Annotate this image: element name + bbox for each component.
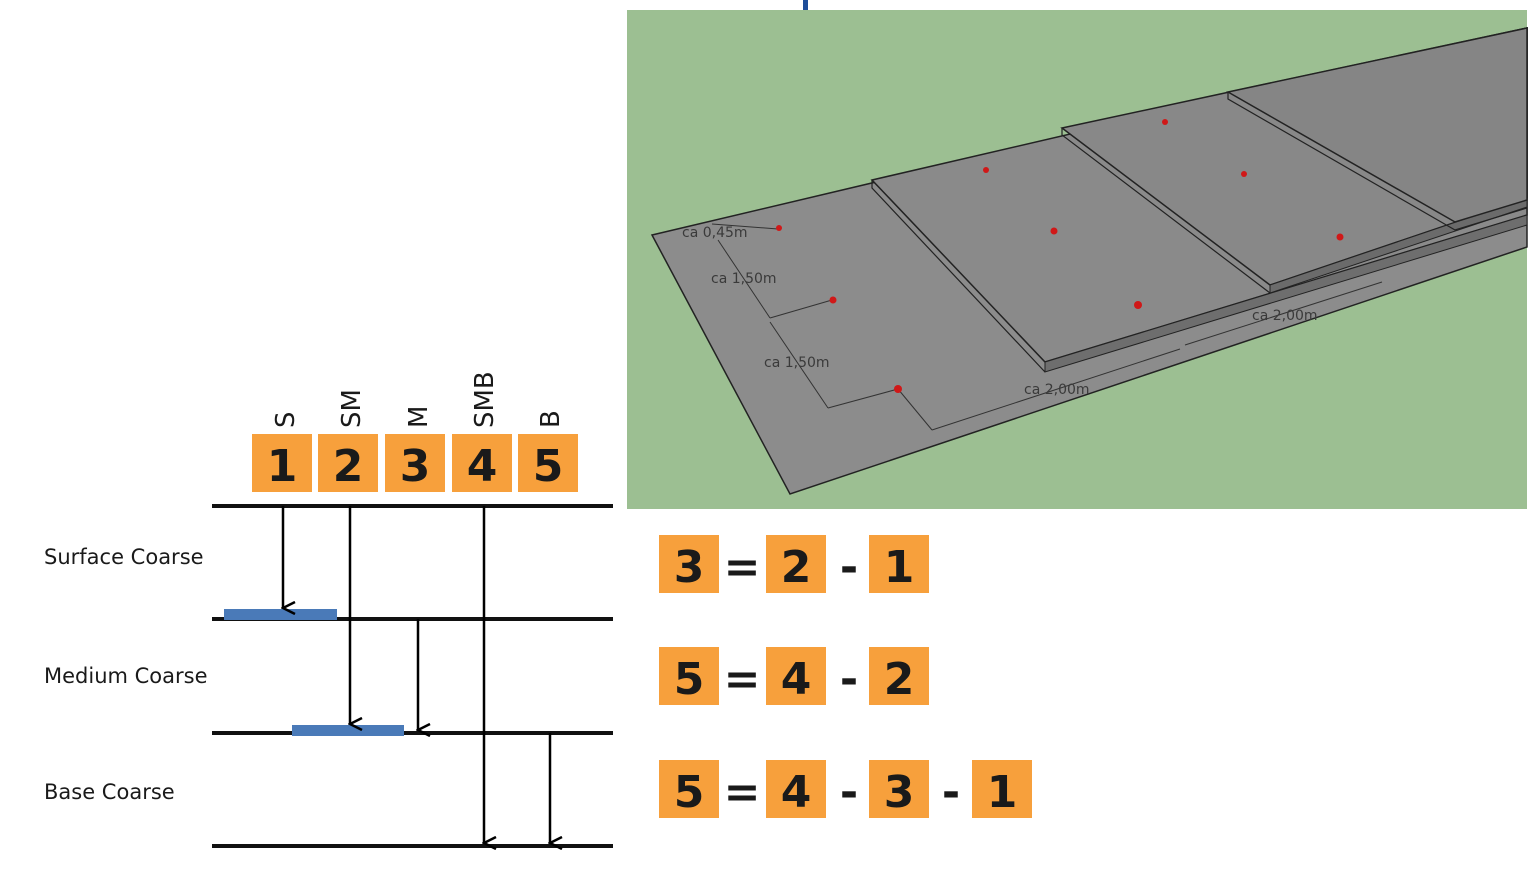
medium-slab-edge: [1044, 214, 1528, 373]
column-box-1: [252, 434, 312, 492]
column-box-2: [318, 434, 378, 492]
column-code-4: SMB: [470, 371, 500, 428]
column-code-2: SM: [337, 389, 367, 428]
model-top-marker: [803, 0, 808, 10]
column-number-2: 2: [333, 441, 364, 492]
layer-label-surface: Surface Coarse: [44, 545, 204, 569]
core-point: [1241, 171, 1247, 177]
eq1-a: 2: [781, 542, 812, 593]
column-box-4: [452, 434, 512, 492]
column-code-3: M: [404, 406, 434, 428]
dim-label-150-b: ca 1,50m: [764, 355, 830, 371]
core-point: [776, 225, 782, 231]
column-number-4: 4: [467, 441, 498, 492]
dim-label-200-b: ca 2,00m: [1252, 308, 1318, 324]
equation-2: 5 = 4 - 2: [659, 647, 929, 705]
core-point: [1336, 233, 1344, 241]
eq1-equals: =: [724, 542, 761, 593]
layer-label-base: Base Coarse: [44, 780, 175, 804]
surface-slab-edge: [1269, 197, 1528, 294]
eq3-minus-1: -: [840, 767, 858, 818]
eq2-b: 2: [884, 654, 915, 705]
eq2-minus: -: [840, 654, 858, 705]
layer-diagram: S SM M SMB B 1 2 3 4 5 Surface: [44, 371, 613, 846]
eq1-minus: -: [840, 542, 858, 593]
core-point: [983, 167, 989, 173]
equation-3: 5 = 4 - 3 - 1: [659, 760, 1032, 818]
surface-layer-bar: [224, 609, 337, 620]
core-point: [1162, 119, 1168, 125]
dim-label-045: ca 0,45m: [682, 225, 748, 241]
core-point: [829, 296, 837, 304]
pavement-3d-model: ca 0,45m ca 1,50m ca 1,50m ca 2,00m ca 2…: [627, 0, 1528, 509]
eq3-equals: =: [724, 767, 761, 818]
eq2-a: 4: [781, 654, 812, 705]
core-point: [894, 385, 902, 393]
column-code-1: S: [271, 411, 301, 428]
eq3-a: 4: [781, 767, 812, 818]
far-slab: [1225, 27, 1528, 223]
dim-label-200-a: ca 2,00m: [1024, 382, 1090, 398]
column-box-5: [518, 434, 578, 492]
core-point: [1050, 227, 1058, 235]
eq1-lhs: 3: [674, 542, 705, 593]
core-point: [1134, 301, 1142, 309]
eq3-minus-2: -: [942, 767, 960, 818]
column-code-5: B: [536, 410, 566, 428]
medium-layer-bar: [292, 725, 404, 736]
eq3-c: 1: [987, 767, 1018, 818]
eq3-lhs: 5: [674, 767, 705, 818]
eq2-lhs: 5: [674, 654, 705, 705]
column-box-3: [385, 434, 445, 492]
eq3-b: 3: [884, 767, 915, 818]
equation-1: 3 = 2 - 1: [659, 535, 929, 593]
column-number-5: 5: [533, 441, 564, 492]
column-number-1: 1: [267, 441, 298, 492]
layer-label-medium: Medium Coarse: [44, 664, 208, 688]
column-number-3: 3: [400, 441, 431, 492]
dim-label-150-a: ca 1,50m: [711, 271, 777, 287]
eq2-equals: =: [724, 654, 761, 705]
eq1-b: 1: [884, 542, 915, 593]
